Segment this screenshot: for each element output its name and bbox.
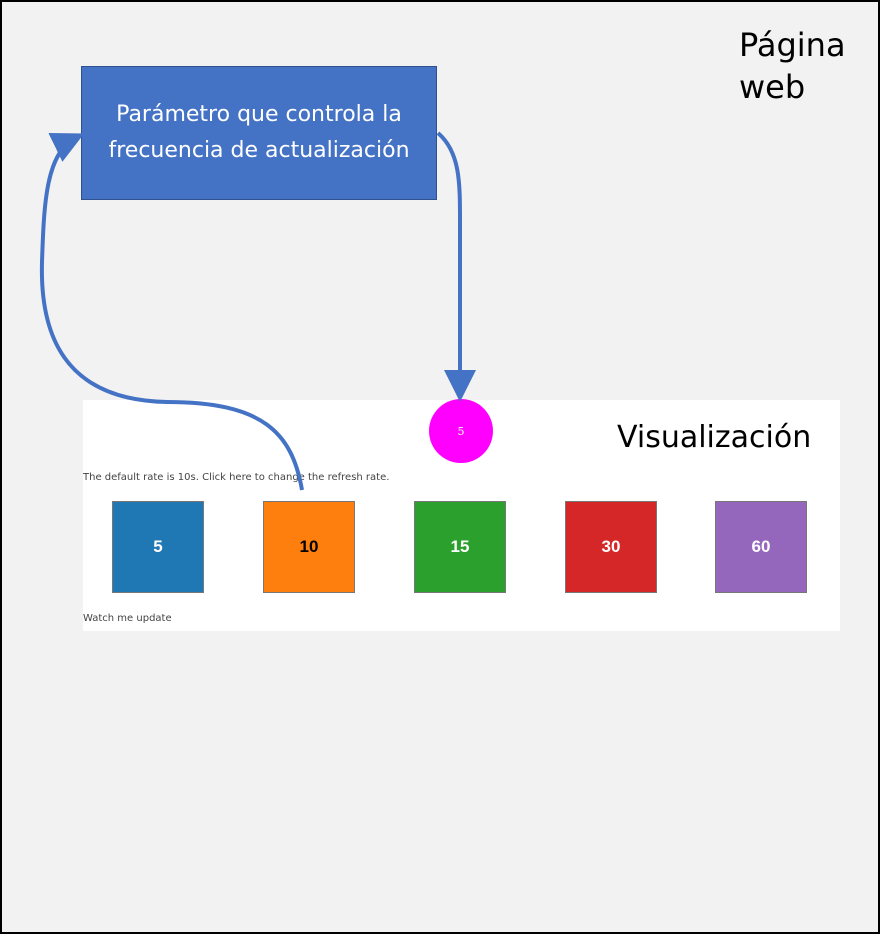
rate-option-label: 5 [153, 537, 163, 556]
visualization-panel: Visualización 5 The default rate is 10s.… [83, 399, 840, 631]
rate-option-label: 10 [299, 537, 319, 556]
parameter-box-label: Parámetro que controla la frecuencia de … [108, 102, 410, 163]
rate-option-10[interactable]: 10 [263, 501, 355, 593]
rate-option-label: 30 [601, 537, 621, 556]
update-status-text: Watch me update [83, 613, 172, 624]
rate-option-30[interactable]: 30 [565, 501, 657, 593]
rate-option-5[interactable]: 5 [112, 501, 204, 593]
rate-option-label: 60 [751, 537, 771, 556]
arrow-to-visualization [436, 131, 476, 402]
parameter-box: Parámetro que controla la frecuencia de … [81, 66, 437, 200]
page-title: Página web [739, 26, 846, 106]
refresh-rate-value: 5 [457, 424, 465, 438]
visualization-title: Visualización [617, 420, 812, 455]
rate-option-label: 15 [450, 537, 470, 556]
refresh-rate-indicator: 5 [429, 399, 493, 463]
rate-option-60[interactable]: 60 [715, 501, 807, 593]
rate-option-15[interactable]: 15 [414, 501, 506, 593]
refresh-rate-instructions[interactable]: The default rate is 10s. Click here to c… [83, 472, 390, 483]
